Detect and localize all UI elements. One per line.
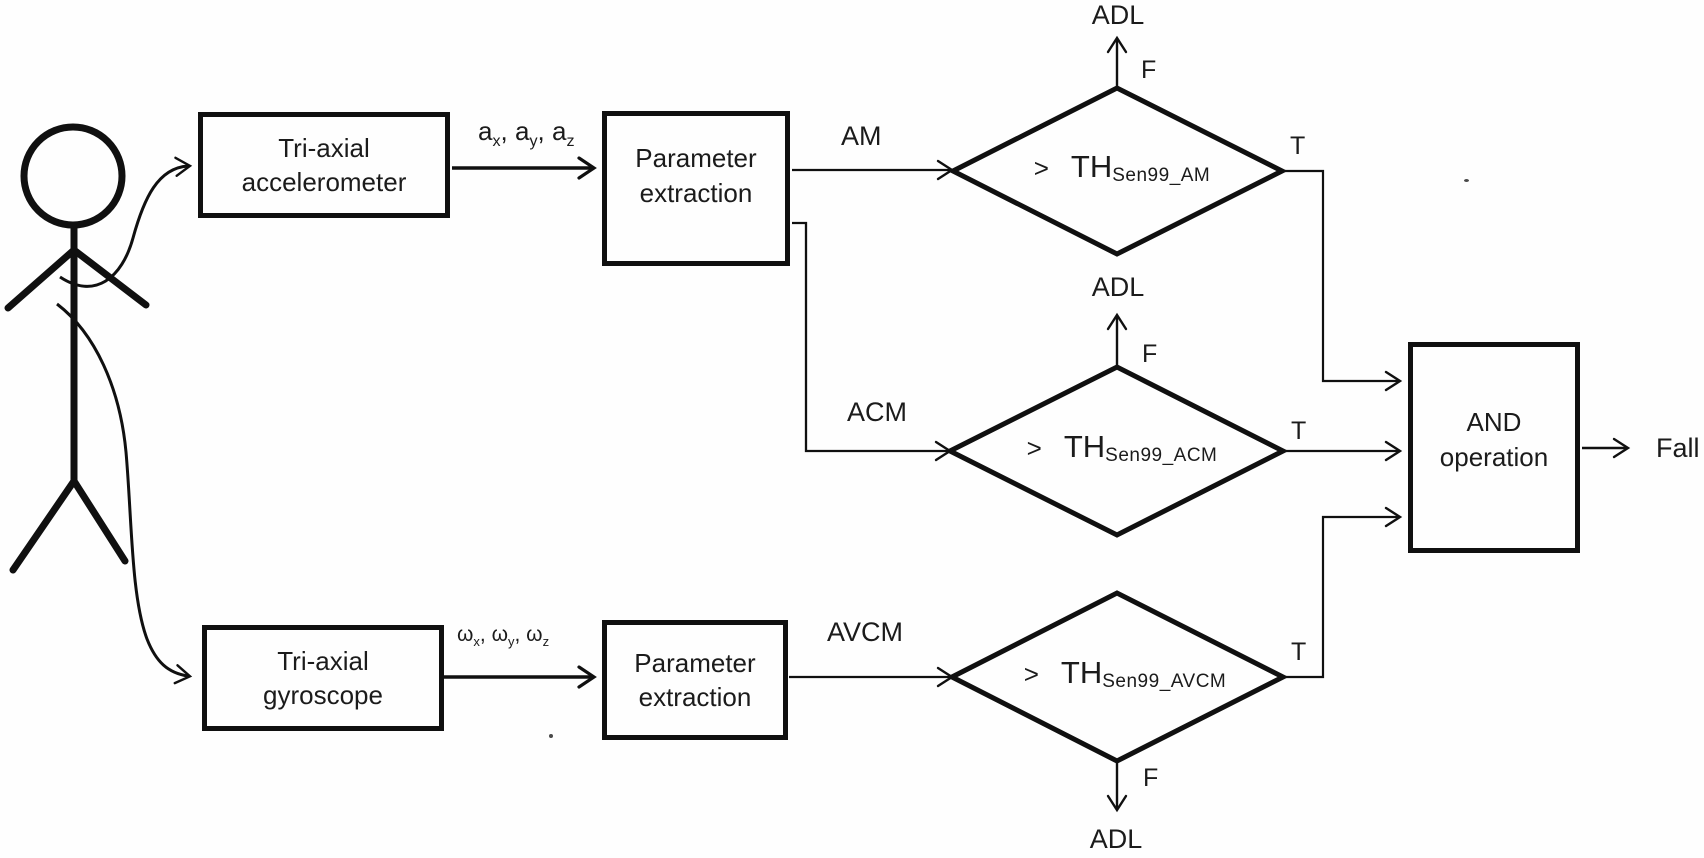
acm-edge-label: ACM xyxy=(847,397,907,427)
adl-avcm-label: ADL xyxy=(1089,824,1143,854)
f-am-label: F xyxy=(1141,56,1157,84)
and-label-line2: operation xyxy=(1439,441,1549,472)
person-leg-right xyxy=(70,477,129,565)
and-label-line1: AND xyxy=(1466,407,1522,438)
gyroscope-label-line2: gyroscope xyxy=(263,680,383,710)
edge-person-to-accelerometer xyxy=(59,156,193,288)
accelerometer-label-line2: accelerometer xyxy=(241,167,407,197)
param-top-label-line1: Parameter xyxy=(635,143,757,174)
gyroscope-label-line1: Tri-axial xyxy=(277,645,369,676)
t-acm-label: T xyxy=(1291,417,1307,445)
gyro-signal-label: ωx, ωy, ωz xyxy=(457,623,550,650)
f-avcm-label: F xyxy=(1143,764,1159,792)
param-bottom-label-line2: extraction xyxy=(638,682,752,712)
t-am-label: T xyxy=(1290,132,1306,160)
adl-am-label: ADL xyxy=(1091,0,1145,30)
edge-param-to-acm-decision xyxy=(792,221,953,462)
t-avcm-label: T xyxy=(1291,638,1307,666)
param-top-label-line2: extraction xyxy=(639,177,753,208)
accelerometer-label-line1: Tri-axial xyxy=(278,132,370,163)
stick-figure-person-icon xyxy=(4,123,150,574)
decision-avcm-label: >THSen99_AVCM xyxy=(1023,655,1227,693)
edge-person-to-gyroscope xyxy=(56,302,193,685)
person-leg-left xyxy=(9,477,78,574)
fall-output-label: Fall xyxy=(1656,433,1700,463)
stray-mark xyxy=(549,734,553,738)
and-operation-box: AND operation xyxy=(1408,342,1580,553)
avcm-edge-label: AVCM xyxy=(827,617,904,647)
accel-signal-label: ax, ay, az xyxy=(478,116,575,151)
stray-mark xyxy=(1464,179,1469,182)
param-extraction-bottom-box: Parameter extraction xyxy=(602,620,788,740)
edge-avcm-true-to-and xyxy=(1283,506,1403,679)
param-extraction-top-box: Parameter extraction xyxy=(602,111,790,266)
param-bottom-label-line1: Parameter xyxy=(634,647,756,678)
gyroscope-box: Tri-axial gyroscope xyxy=(202,625,444,731)
decision-acm-label: >THSen99_ACM xyxy=(1026,429,1218,467)
f-acm-label: F xyxy=(1142,340,1158,368)
decision-am-label: >THSen99_AM xyxy=(1033,149,1211,187)
am-edge-label: AM xyxy=(841,121,882,151)
person-head xyxy=(20,123,126,229)
decision-acm-diamond xyxy=(944,364,1289,538)
accelerometer-box: Tri-axial accelerometer xyxy=(198,112,450,218)
edge-am-true-to-and xyxy=(1282,169,1403,392)
adl-acm-label: ADL xyxy=(1091,272,1145,302)
person-arm-left xyxy=(4,246,78,312)
